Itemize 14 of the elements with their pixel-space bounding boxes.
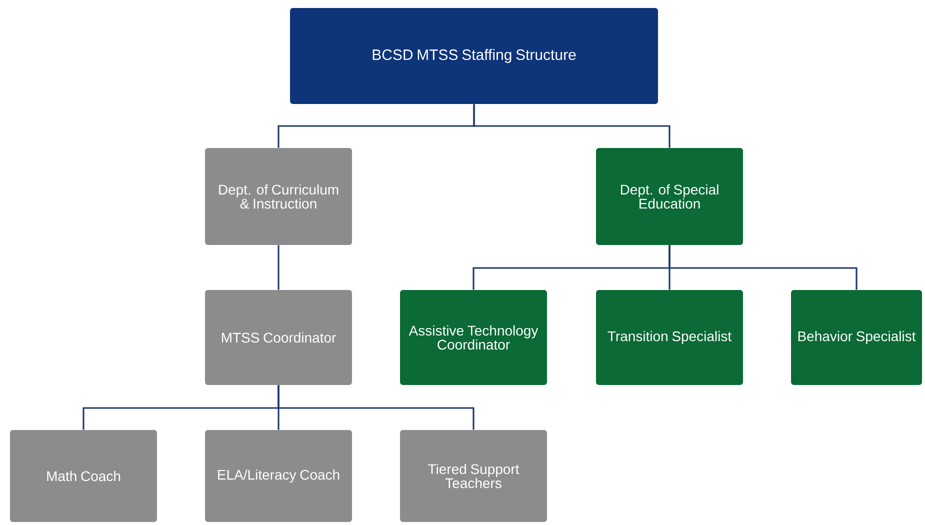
role-box: Tiered Support Teachers — [400, 430, 547, 522]
role-box: MTSS Coordinator — [205, 290, 352, 385]
connector-line — [278, 385, 474, 430]
connector-line — [668, 245, 858, 290]
role-box: Transition Specialist — [596, 290, 743, 385]
department-box: Dept. of Curriculum & Instruction — [205, 148, 352, 245]
role-box: ELA/Literacy Coach — [205, 430, 352, 522]
role-box: Math Coach — [10, 430, 157, 522]
role-box: Assistive Technology Coordinator — [400, 290, 547, 385]
connector-line — [473, 104, 670, 148]
connector-line — [278, 245, 280, 290]
title-box: BCSD MTSS Staffing Structure — [290, 8, 658, 104]
department-box: Dept. of Special Education — [596, 148, 743, 245]
role-box: Behavior Specialist — [791, 290, 922, 385]
